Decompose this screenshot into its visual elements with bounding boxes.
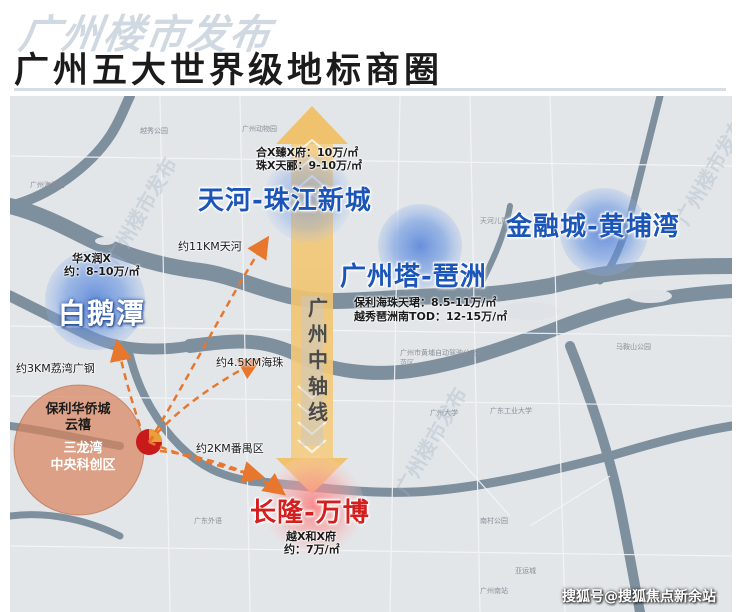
baoli-line-1: 保利华侨城 [45,402,111,417]
distance-label-liwan: 约3KM荔湾广钢 [16,362,95,375]
jinrong-zone-circle [560,188,648,276]
zone-label-canton-tower: 广州塔-琶洲 [340,262,487,292]
axis-char: 广 [308,296,328,320]
changlong-zone-circle [264,456,364,556]
map-label: 广州南站 [480,587,508,595]
changlong-project-1: 越X和X府 [286,530,336,543]
canton-tower-zone-circle [378,204,462,288]
title-divider [14,88,726,91]
baietan-project-2: 约：8-10万/㎡ [64,265,140,278]
map-label: 越秀公园 [140,127,168,135]
map-label: 广东外语 [194,517,222,525]
map-label: 广东工业大学 [490,407,532,415]
tianhe-project-1: 合X臻X府：10万/㎡ [256,146,359,159]
sanlongwan-line-1: 三龙湾 [63,441,103,456]
zone-label-changlong: 长隆-万博 [250,498,370,528]
map-label: 南村公园 [480,517,508,525]
distance-label-panyu: 约2KM番禺区 [196,442,264,455]
map-label: 广州动物园 [242,125,277,133]
sanlongwan-area-circle [14,385,144,515]
baoli-project-label: 保利华侨城 云禧 [38,402,118,434]
zone-label-jinrong: 金融城-黄埔湾 [506,212,680,242]
baietan-zone-circle [45,250,145,350]
distance-label-haizhu: 约4.5KM海珠 [216,356,284,369]
distance-label-tianhe: 约11KM天河 [178,240,242,253]
map-label: 马鞍山公园 [616,343,651,351]
sanlongwan-label: 三龙湾 中央科创区 [38,440,128,474]
zone-label-tianhe: 天河-珠江新城 [198,186,372,216]
canton-tower-project-1: 保利海珠天珺：8.5-11万/㎡ [354,296,497,309]
axis-char: 轴 [308,374,328,398]
map-label: 广州海事局 [30,181,65,189]
axis-char: 线 [308,400,328,424]
road-network [10,96,732,612]
map-label: 天河儿童公园 [480,217,522,225]
baoli-line-2: 云禧 [64,418,91,433]
sanlongwan-line-2: 中央科创区 [50,458,116,473]
changlong-project-2: 约：7万/㎡ [284,543,340,556]
tianhe-project-2: 珠X天郦：9-10万/㎡ [256,159,363,172]
canton-tower-project-2: 越秀琶洲南TOD：12-15万/㎡ [354,310,508,323]
arrow-to-tianhe [147,235,270,443]
axis-char: 州 [308,322,328,346]
axis-char: 中 [308,348,328,372]
map-label: 广州大学 [430,409,458,417]
arrow-to-haizhu [148,358,262,443]
map-base [10,96,732,612]
map-label: 亚运城 [515,567,536,575]
arrow-to-changlong [159,449,287,496]
map-panel: 越秀公园 广州动物园 天河儿童公园 广州海事局 广州市黄埔自动驾驶公交示范区 广… [10,96,732,612]
zone-label-baietan: 白鹅潭 [58,297,146,330]
map-label: 广州市黄埔自动驾驶公交示范区 [400,349,484,367]
footer-credit: 搜狐号@搜狐焦点新余站 [562,589,716,605]
axis-text-band [301,296,323,446]
tianhe-zone-circle [264,154,352,242]
arrow-to-liwan [109,338,142,427]
distance-arrows [109,235,287,496]
river-islands [95,237,672,320]
baietan-project-1: 华X润X [72,252,111,265]
page-title: 广州五大世界级地标商圈 [14,51,444,91]
